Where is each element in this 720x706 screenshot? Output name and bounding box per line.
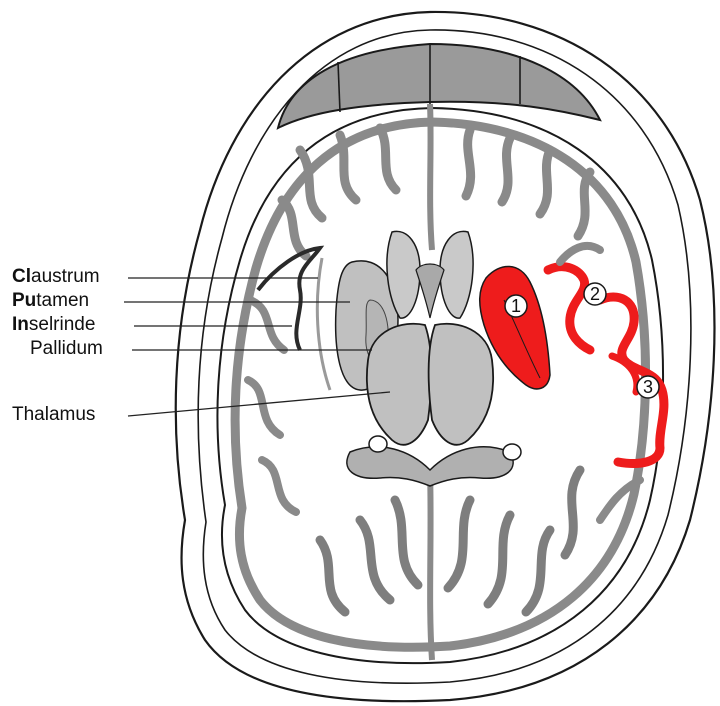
midline-fissure-back [430, 470, 432, 660]
midline-fissure-front [430, 104, 432, 250]
marker-2: 2 [584, 283, 606, 305]
marker-1-text: 1 [511, 296, 521, 316]
label-inselrinde: Inselrinde [12, 314, 95, 335]
label-putamen: Putamen [12, 290, 89, 311]
label-pallidum: Pallidum [30, 338, 103, 359]
marker-1: 1 [505, 295, 527, 317]
choroid-left [369, 436, 387, 452]
label-thalamus: Thalamus [12, 404, 95, 425]
marker-3-text: 3 [643, 377, 653, 397]
marker-2-text: 2 [590, 284, 600, 304]
choroid-right [503, 444, 521, 460]
label-claustrum: Claustrum [12, 266, 100, 287]
marker-3: 3 [637, 376, 659, 398]
